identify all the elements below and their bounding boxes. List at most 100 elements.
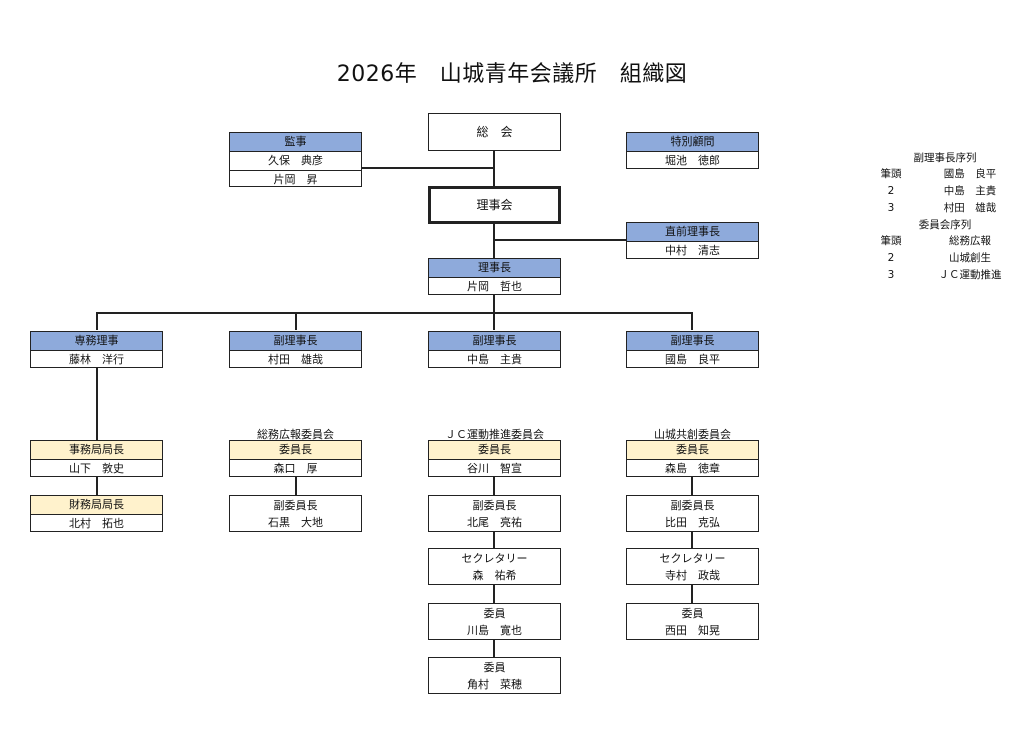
executive-box: 副理事長 中島 主貴	[428, 331, 561, 368]
connector-line	[493, 585, 495, 603]
rank-name: 山城創生	[949, 252, 991, 264]
executive-title: 副理事長	[429, 332, 560, 350]
connector-line	[96, 312, 693, 314]
connector-line	[493, 223, 495, 259]
executive-box: 副理事長 村田 雄哉	[229, 331, 362, 368]
connector-line	[691, 312, 693, 330]
auditor-name: 片岡 昇	[230, 170, 361, 189]
connector-line	[493, 295, 495, 313]
rank-label: 筆頭	[880, 168, 902, 180]
member-title: 副委員長	[472, 498, 517, 512]
connector-line	[295, 312, 297, 330]
committee-member-box: 副委員長 石黒 大地	[229, 495, 362, 532]
member-name: 比田 克弘	[665, 515, 720, 529]
president-name: 片岡 哲也	[429, 277, 560, 296]
secretariat-name: 北村 拓也	[31, 514, 162, 533]
member-name: 石黒 大地	[268, 515, 323, 529]
committee-name: 総務広報委員会	[257, 428, 334, 441]
ranking-row: 2 中島 主貴	[870, 183, 1020, 200]
connector-line	[691, 530, 693, 548]
connector-line	[493, 150, 495, 186]
member-title: 副委員長	[273, 498, 318, 512]
auditor-name: 久保 典彦	[230, 151, 361, 170]
committee-name: ＪＣ運動推進委員会	[445, 428, 544, 441]
executive-name: 中島 主貴	[429, 350, 560, 369]
rank-label: 筆頭	[880, 235, 902, 247]
connector-line	[96, 368, 98, 440]
executive-title: 副理事長	[627, 332, 758, 350]
committee-name: 山城共創委員会	[654, 428, 731, 441]
member-name: 森 祐希	[472, 568, 517, 582]
member-name: 寺村 政哉	[665, 568, 720, 582]
connector-line	[96, 477, 98, 495]
committee-member-box: 副委員長 北尾 亮祐	[428, 495, 561, 532]
connector-line	[362, 167, 494, 169]
past-president-title: 直前理事長	[627, 223, 758, 241]
committee-member-box: 委員 西田 知晃	[626, 603, 759, 640]
member-title: 委員	[681, 606, 704, 620]
committee-member-box: 委員 角村 菜穂	[428, 657, 561, 694]
auditors-box: 監事 久保 典彦 片岡 昇	[229, 132, 362, 187]
connector-line	[493, 312, 495, 330]
chair-name: 森口 厚	[230, 459, 361, 478]
executive-box: 副理事長 國島 良平	[626, 331, 759, 368]
ranking-row: 3 村田 雄哉	[870, 200, 1020, 217]
secretariat-box: 事務局局長 山下 敦史	[30, 440, 163, 477]
past-president-box: 直前理事長 中村 清志	[626, 222, 759, 259]
rank-name: 中島 主貴	[943, 185, 997, 197]
connector-line	[96, 312, 98, 330]
executive-title: 専務理事	[31, 332, 162, 350]
member-title: セクレタリー	[461, 551, 528, 565]
president-box: 理事長 片岡 哲也	[428, 258, 561, 295]
connector-line	[493, 530, 495, 548]
member-name: 西田 知晃	[665, 623, 720, 637]
rank-label: 3	[887, 202, 895, 214]
special-advisor-box: 特別顧問 堀池 徳郎	[626, 132, 759, 169]
chair-title: 委員長	[429, 441, 560, 459]
president-title: 理事長	[429, 259, 560, 277]
executive-name: 藤林 洋行	[31, 350, 162, 369]
rank-name: 村田 雄哉	[943, 202, 997, 214]
connector-line	[691, 477, 693, 495]
member-title: 委員	[483, 606, 506, 620]
board-label: 理事会	[476, 197, 513, 212]
executive-title: 副理事長	[230, 332, 361, 350]
chart-title: 2026年 山城青年会議所 組織図	[336, 62, 688, 87]
member-title: 副委員長	[670, 498, 715, 512]
special-advisor-title: 特別顧問	[627, 133, 758, 151]
ranking-row: 筆頭 國島 良平	[870, 166, 1020, 183]
member-name: 北尾 亮祐	[467, 515, 522, 529]
connector-line	[691, 585, 693, 603]
connector-line	[493, 639, 495, 657]
secretariat-title: 事務局局長	[31, 441, 162, 459]
rank-name: 國島 良平	[943, 168, 997, 180]
rank-name: ＪＣ運動推進	[938, 269, 1002, 281]
executive-name: 國島 良平	[627, 350, 758, 369]
secretariat-name: 山下 敦史	[31, 459, 162, 478]
rank-label: 2	[887, 185, 895, 197]
committee-member-box: 委員 川島 寛也	[428, 603, 561, 640]
committee-chair-box: 委員長 谷川 智宣	[428, 440, 561, 477]
ranking-row: 2 山城創生	[870, 250, 1020, 267]
general-assembly-label: 総 会	[476, 124, 513, 139]
ranking-row: 筆頭 総務広報	[870, 233, 1020, 250]
chair-name: 谷川 智宣	[429, 459, 560, 478]
executive-name: 村田 雄哉	[230, 350, 361, 369]
chair-title: 委員長	[230, 441, 361, 459]
auditors-title: 監事	[230, 133, 361, 151]
ranking-panel: 副理事長序列 筆頭 國島 良平 2 中島 主貴 3 村田 雄哉 委員会序列 筆頭…	[870, 150, 1020, 284]
board-box: 理事会	[428, 186, 561, 224]
committee-member-box: セクレタリー 森 祐希	[428, 548, 561, 585]
secretariat-title: 財務局局長	[31, 496, 162, 514]
executive-box: 専務理事 藤林 洋行	[30, 331, 163, 368]
special-advisor-name: 堀池 徳郎	[627, 151, 758, 170]
committee-order-heading: 委員会序列	[918, 219, 972, 231]
past-president-name: 中村 清志	[627, 241, 758, 260]
member-name: 角村 菜穂	[467, 677, 522, 691]
chair-name: 森島 徳章	[627, 459, 758, 478]
member-title: セクレタリー	[659, 551, 726, 565]
general-assembly-box: 総 会	[428, 113, 561, 151]
connector-line	[494, 239, 626, 241]
committee-chair-box: 委員長 森島 徳章	[626, 440, 759, 477]
ranking-row: 3 ＪＣ運動推進	[870, 267, 1020, 284]
